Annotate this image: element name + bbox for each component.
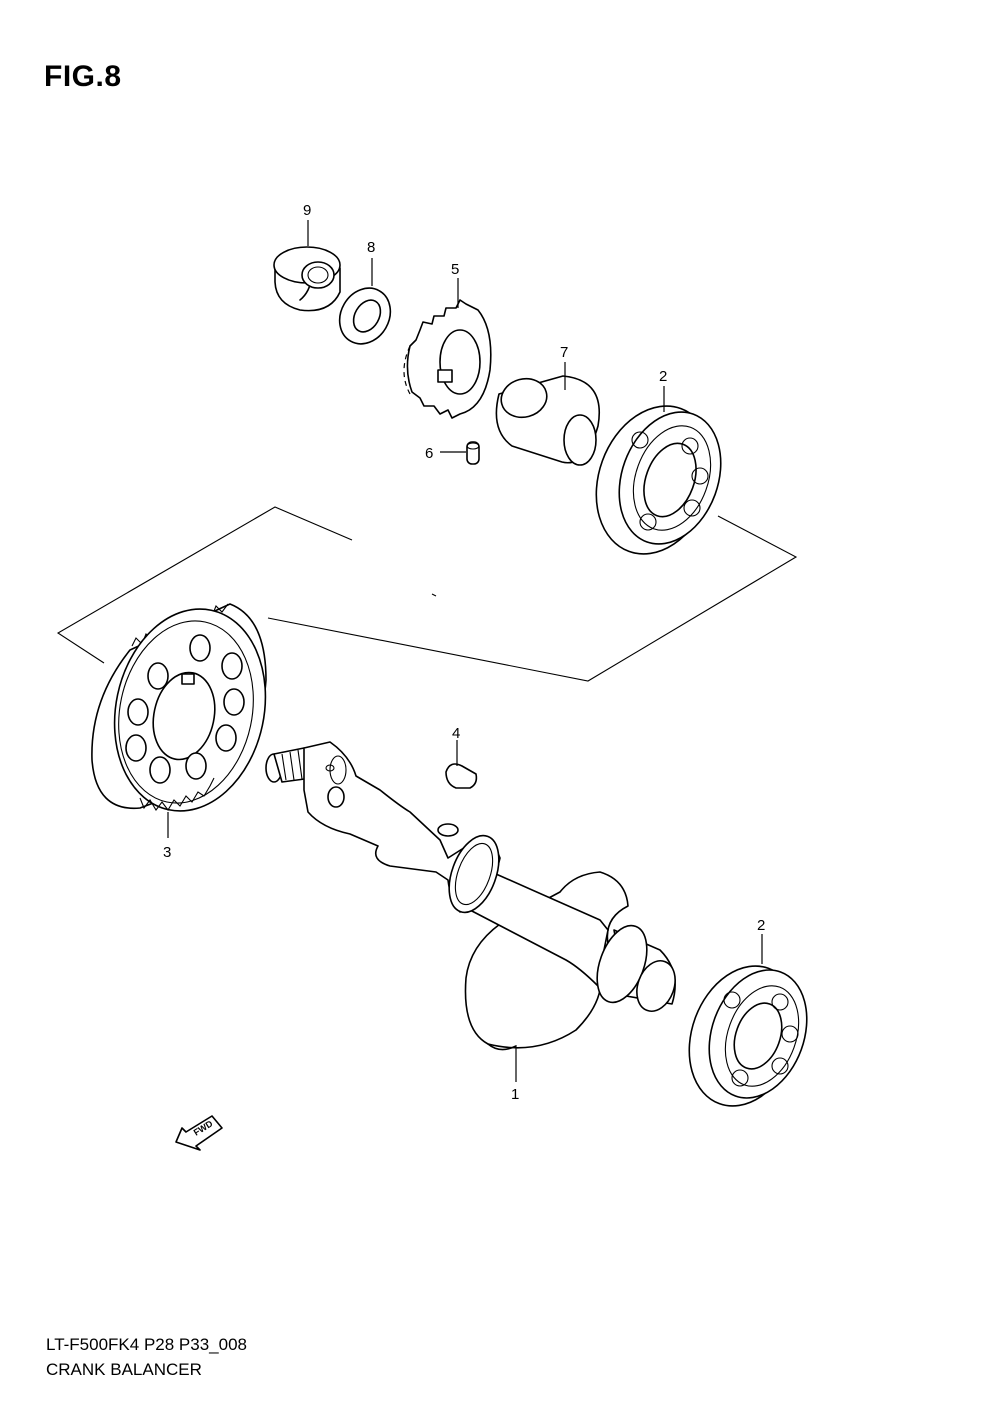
callout-6: 6 [425, 445, 433, 462]
part-1-balancer-shaft[interactable] [265, 741, 682, 1082]
part-6-pin[interactable] [440, 441, 480, 465]
part-2-bearing-upper[interactable] [576, 386, 738, 571]
callout-2a: 2 [659, 368, 667, 385]
diagram-name: CRANK BALANCER [46, 1360, 202, 1379]
callout-3: 3 [163, 844, 171, 861]
part-9-nut[interactable] [273, 220, 341, 312]
part-2-bearing-lower[interactable] [671, 934, 824, 1121]
callout-4: 4 [452, 725, 460, 742]
callout-8: 8 [367, 239, 375, 256]
figure-title: FIG.8 [44, 60, 122, 93]
callout-2b: 2 [757, 917, 765, 934]
diagram-code: LT-F500FK4 P28 P33_008 [46, 1335, 247, 1354]
callout-9: 9 [303, 202, 311, 219]
fwd-arrow-icon: FWD [175, 1115, 223, 1151]
part-5-sprocket[interactable] [403, 278, 492, 419]
callout-1: 1 [511, 1086, 519, 1103]
part-4-key[interactable] [445, 740, 478, 789]
part-8-washer[interactable] [330, 258, 401, 353]
part-3-gear[interactable] [91, 595, 284, 838]
callout-5: 5 [451, 261, 459, 278]
part-7-collar[interactable] [495, 362, 600, 466]
callout-7: 7 [560, 344, 568, 361]
assembly-frame [56, 506, 798, 682]
